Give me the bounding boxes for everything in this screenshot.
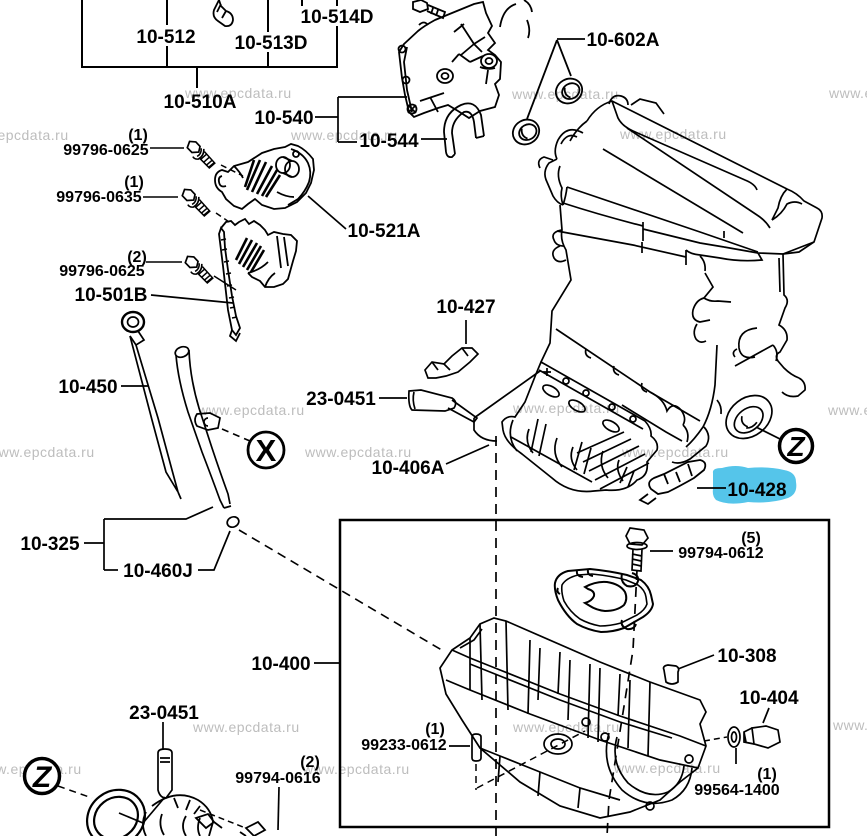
svg-text:10-513D: 10-513D xyxy=(235,33,308,54)
svg-text:www.epcdata.ru: www.epcdata.ru xyxy=(827,402,867,418)
svg-text:10-450: 10-450 xyxy=(58,377,117,398)
svg-text:www.epcdata.ru: www.epcdata.ru xyxy=(302,761,410,777)
svg-text:10-544: 10-544 xyxy=(359,131,419,152)
svg-text:www.epcdata.ru: www.epcdata.ru xyxy=(304,444,412,460)
svg-text:23-0451: 23-0451 xyxy=(129,703,199,724)
svg-text:www.epcdata.ru: www.epcdata.ru xyxy=(0,444,95,460)
svg-text:(1): (1) xyxy=(757,766,777,783)
svg-text:(5): (5) xyxy=(741,530,761,547)
svg-text:10-308: 10-308 xyxy=(717,646,776,667)
svg-text:99233-0612: 99233-0612 xyxy=(361,737,447,754)
svg-text:www.epcdata.ru: www.epcdata.ru xyxy=(832,717,867,733)
svg-text:(1): (1) xyxy=(124,174,144,191)
svg-text:www.epcdata.ru: www.epcdata.ru xyxy=(0,127,69,143)
svg-text:10-400: 10-400 xyxy=(251,654,310,675)
svg-text:(2): (2) xyxy=(300,754,320,771)
svg-text:www.epcdata.ru: www.epcdata.ru xyxy=(197,402,305,418)
svg-text:www.epcdata.ru: www.epcdata.ru xyxy=(613,760,721,776)
svg-text:Z: Z xyxy=(786,431,805,462)
svg-text:10-521A: 10-521A xyxy=(348,221,421,242)
svg-text:10-540: 10-540 xyxy=(254,108,313,129)
svg-text:www.epcdata.ru: www.epcdata.ru xyxy=(512,400,620,416)
svg-text:www.epcdata.ru: www.epcdata.ru xyxy=(828,85,867,101)
svg-text:(1): (1) xyxy=(128,127,148,144)
svg-text:10-427: 10-427 xyxy=(436,297,495,318)
svg-text:99794-0616: 99794-0616 xyxy=(235,770,321,787)
svg-text:(1): (1) xyxy=(425,721,445,738)
svg-text:www.epcdata.ru: www.epcdata.ru xyxy=(619,126,727,142)
svg-text:X: X xyxy=(256,433,277,468)
svg-text:10-428: 10-428 xyxy=(727,480,786,501)
svg-text:99794-0612: 99794-0612 xyxy=(678,545,764,562)
svg-text:10-512: 10-512 xyxy=(136,27,195,48)
svg-text:10-602A: 10-602A xyxy=(587,30,660,51)
svg-text:10-510A: 10-510A xyxy=(164,92,237,113)
svg-text:Z: Z xyxy=(32,761,53,794)
svg-text:99564-1400: 99564-1400 xyxy=(694,782,780,799)
svg-text:www.epcdata.ru: www.epcdata.ru xyxy=(184,85,292,101)
svg-text:10-404: 10-404 xyxy=(739,688,799,709)
svg-text:99796-0625: 99796-0625 xyxy=(59,263,145,280)
svg-text:www.epcdata.ru: www.epcdata.ru xyxy=(290,127,398,143)
svg-text:(2): (2) xyxy=(127,249,147,266)
svg-text:10-501B: 10-501B xyxy=(75,285,148,306)
svg-text:10-406A: 10-406A xyxy=(372,458,445,479)
svg-text:10-460J: 10-460J xyxy=(123,561,193,582)
svg-text:www.epcdata.ru: www.epcdata.ru xyxy=(621,444,729,460)
svg-text:10-325: 10-325 xyxy=(20,534,80,555)
svg-text:10-514D: 10-514D xyxy=(301,7,374,28)
svg-text:23-0451: 23-0451 xyxy=(306,389,376,410)
svg-text:99796-0625: 99796-0625 xyxy=(63,142,149,159)
svg-text:99796-0635: 99796-0635 xyxy=(56,189,142,206)
svg-text:www.epcdata.ru: www.epcdata.ru xyxy=(192,719,300,735)
